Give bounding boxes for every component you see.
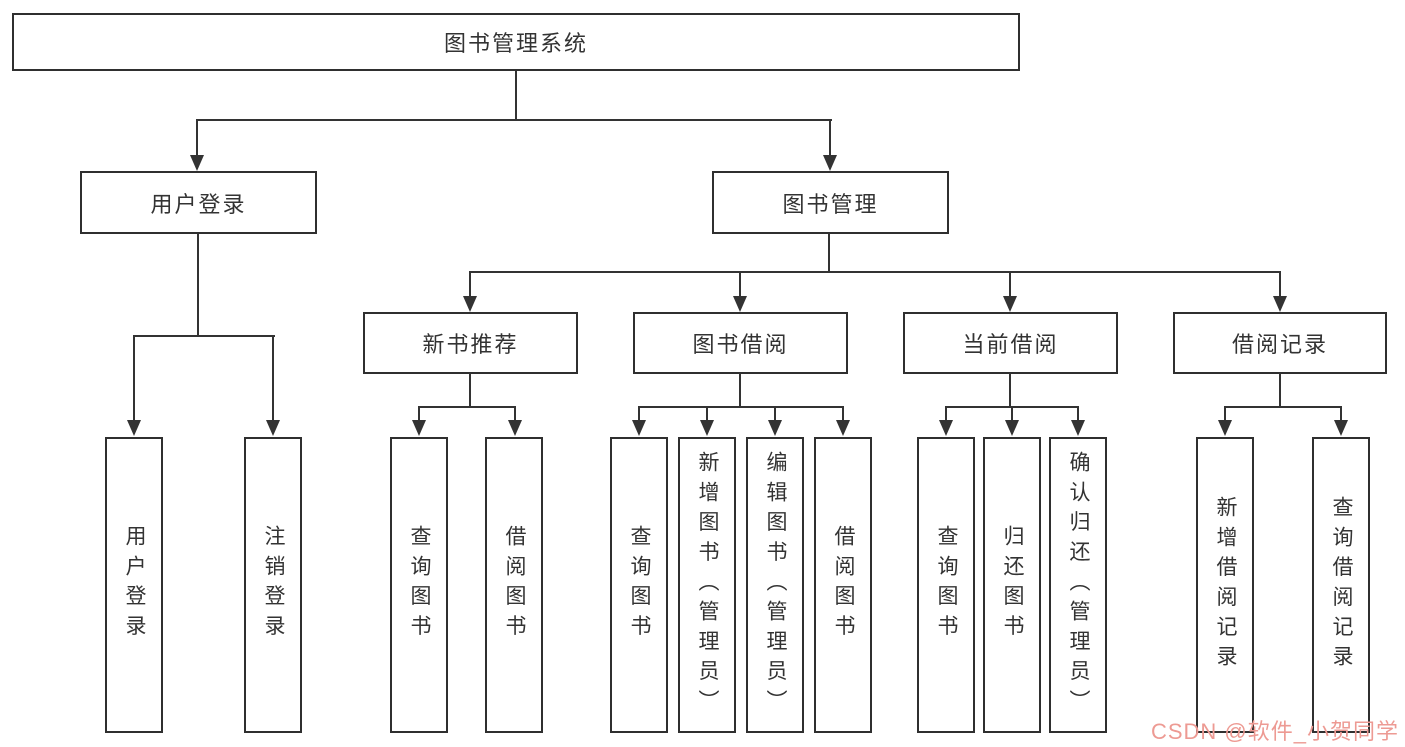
connector-current-borrow-drop-3 [1077, 406, 1079, 422]
connector-book-borrow-stem [739, 373, 741, 408]
connector-book-mgmt-hbar [469, 271, 1281, 273]
connector-current-borrow-drop-2 [1011, 406, 1013, 422]
node-user-login: 用户登录 [80, 171, 317, 234]
arrowhead-new-books [463, 296, 477, 312]
arrowhead-user-login [190, 155, 204, 171]
arrowhead-nb-leaf-1 [412, 420, 426, 436]
connector-book-mgmt-stem [828, 234, 830, 272]
connector-new-books-drop-1 [418, 406, 420, 422]
leaf-bb-borrow-books-label: 借阅图书 [832, 525, 855, 645]
arrowhead-book-mgmt [823, 155, 837, 171]
connector-new-books-hbar [418, 406, 516, 408]
connector-drop-current-borrow [1009, 271, 1011, 298]
arrowhead-current-borrow [1003, 296, 1017, 312]
connector-borrow-records-stem [1279, 373, 1281, 408]
connector-borrow-records-drop-2 [1340, 406, 1342, 422]
leaf-br-query-record: 查询借阅记录 [1312, 437, 1370, 733]
node-borrow-records-label: 借阅记录 [1231, 332, 1328, 357]
connector-user-login-stem [197, 234, 199, 336]
arrowhead-nb-leaf-2 [508, 420, 522, 436]
node-current-borrow-label: 当前借阅 [962, 332, 1059, 357]
arrowhead-br-leaf-2 [1334, 420, 1348, 436]
node-library-system-label: 图书管理系统 [443, 31, 588, 56]
leaf-user-login-label: 用户登录 [123, 525, 146, 645]
node-library-system: 图书管理系统 [12, 13, 1020, 71]
leaf-user-login: 用户登录 [105, 437, 163, 733]
leaf-br-query-record-label: 查询借阅记录 [1330, 495, 1353, 675]
arrowhead-borrow-records [1273, 296, 1287, 312]
leaf-cb-return-books-label: 归还图书 [1001, 525, 1024, 645]
leaf-br-add-record-label: 新增借阅记录 [1214, 495, 1237, 675]
connector-current-borrow-stem [1009, 373, 1011, 408]
arrowhead-cb-leaf-1 [939, 420, 953, 436]
connector-root-stem [515, 71, 517, 120]
arrowhead-br-leaf-1 [1218, 420, 1232, 436]
connector-user-login-drop-2 [272, 335, 274, 421]
node-book-mgmt: 图书管理 [712, 171, 949, 234]
arrowhead-login-leaf [127, 420, 141, 436]
node-book-borrow: 图书借阅 [633, 312, 848, 374]
leaf-cb-confirm-return-admin: 确认归还（管理员） [1049, 437, 1107, 733]
node-new-books: 新书推荐 [363, 312, 578, 374]
node-user-login-label: 用户登录 [150, 191, 247, 217]
leaf-logout-label: 注销登录 [262, 525, 285, 645]
connector-new-books-stem [469, 373, 471, 408]
watermark: CSDN @软件_小贺同学 [1150, 719, 1399, 744]
leaf-cb-confirm-return-admin-label: 确认归还（管理员） [1067, 450, 1090, 720]
connector-root-drop-left [196, 119, 198, 157]
connector-drop-book-borrow [739, 271, 741, 298]
connector-book-borrow-hbar [638, 406, 844, 408]
arrowhead-book-borrow [733, 296, 747, 312]
connector-root-hbar [196, 119, 832, 121]
leaf-bb-borrow-books: 借阅图书 [814, 437, 872, 733]
leaf-bb-query-books: 查询图书 [610, 437, 668, 733]
leaf-logout: 注销登录 [244, 437, 302, 733]
leaf-nb-borrow-books: 借阅图书 [485, 437, 543, 733]
arrowhead-bb-leaf-2 [700, 420, 714, 436]
leaf-bb-add-books-admin: 新增图书（管理员） [678, 437, 736, 733]
arrowhead-cb-leaf-2 [1005, 420, 1019, 436]
connector-book-borrow-drop-2 [706, 406, 708, 422]
leaf-cb-return-books: 归还图书 [983, 437, 1041, 733]
connector-borrow-records-drop-1 [1224, 406, 1226, 422]
leaf-br-add-record: 新增借阅记录 [1196, 437, 1254, 733]
leaf-nb-query-books: 查询图书 [390, 437, 448, 733]
arrowhead-bb-leaf-3 [768, 420, 782, 436]
leaf-bb-edit-books-admin-label: 编辑图书（管理员） [764, 450, 787, 720]
leaf-nb-query-books-label: 查询图书 [408, 525, 431, 645]
node-book-mgmt-label: 图书管理 [782, 191, 879, 217]
connector-user-login-drop-1 [133, 335, 135, 421]
connector-book-borrow-drop-4 [842, 406, 844, 422]
leaf-nb-borrow-books-label: 借阅图书 [503, 525, 526, 645]
connector-book-borrow-drop-1 [638, 406, 640, 422]
node-borrow-records: 借阅记录 [1173, 312, 1387, 374]
leaf-bb-add-books-admin-label: 新增图书（管理员） [696, 450, 719, 720]
arrowhead-cb-leaf-3 [1071, 420, 1085, 436]
leaf-cb-query-books-label: 查询图书 [935, 525, 958, 645]
leaf-bb-edit-books-admin: 编辑图书（管理员） [746, 437, 804, 733]
node-new-books-label: 新书推荐 [422, 332, 519, 357]
arrowhead-bb-leaf-1 [632, 420, 646, 436]
leaf-cb-query-books: 查询图书 [917, 437, 975, 733]
arrowhead-bb-leaf-4 [836, 420, 850, 436]
connector-root-drop-right [829, 119, 831, 157]
connector-new-books-drop-2 [514, 406, 516, 422]
node-current-borrow: 当前借阅 [903, 312, 1118, 374]
connector-borrow-records-hbar [1224, 406, 1342, 408]
arrowhead-logout-leaf [266, 420, 280, 436]
node-book-borrow-label: 图书借阅 [692, 332, 789, 357]
connector-user-login-hbar [133, 335, 275, 337]
connector-current-borrow-drop-1 [945, 406, 947, 422]
connector-drop-borrow-records [1279, 271, 1281, 298]
leaf-bb-query-books-label: 查询图书 [628, 525, 651, 645]
connector-book-borrow-drop-3 [774, 406, 776, 422]
connector-drop-new-books [469, 271, 471, 298]
